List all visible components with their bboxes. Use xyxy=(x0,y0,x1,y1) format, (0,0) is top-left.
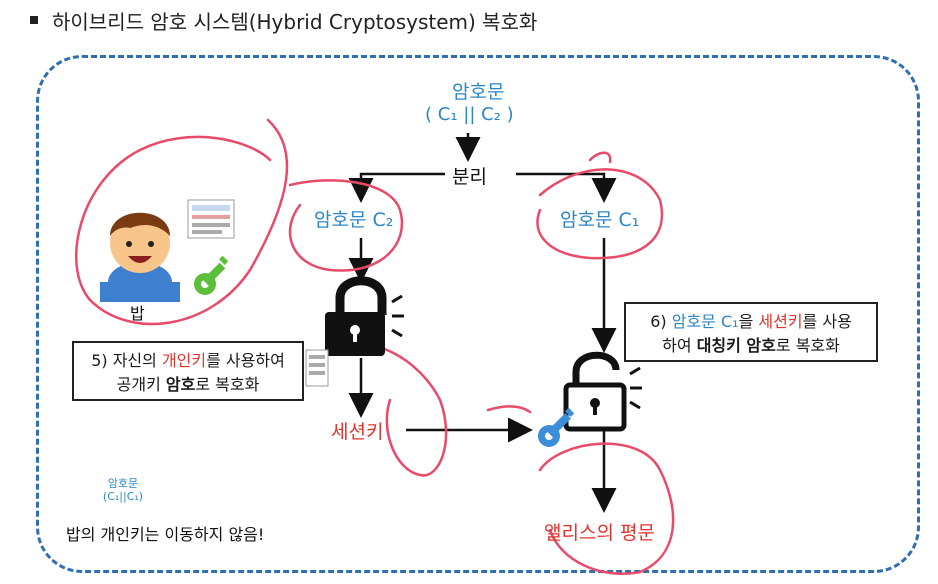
right-branch-label: 암호문 C₁ xyxy=(560,209,640,231)
arrow-split-left xyxy=(348,172,445,203)
plaintext-label: 앨리스의 평문 xyxy=(544,522,655,544)
step5-line2-pre: 공개키 xyxy=(116,375,166,394)
red-scribbles xyxy=(75,118,675,575)
step6-line1-post: 를 사용 xyxy=(802,312,852,331)
left-branch-label: 암호문 C₂ xyxy=(314,209,394,231)
page-title: 하이브리드 암호 시스템(Hybrid Cryptosystem) 복호화 xyxy=(52,10,538,34)
arrow-split-right xyxy=(516,172,617,203)
step6-line2-pre: 하여 xyxy=(662,336,697,355)
diagram-frame xyxy=(36,55,920,573)
step6-line1-blue: 암호문 C₁ xyxy=(671,312,739,331)
step5-box: 5) 자신의 개인키를 사용하여 공개키 암호로 복호화 xyxy=(72,341,304,401)
step5-line1-red: 개인키 xyxy=(161,351,207,370)
small-cipher-formula: (C₁||C₁) xyxy=(102,490,144,503)
small-cipher: 암호문 (C₁||C₁) xyxy=(100,477,146,503)
step6-line1-red: 세션키 xyxy=(758,312,803,331)
step6-line1-mid: 을 xyxy=(738,312,759,331)
top-cipher-label: 암호문 xyxy=(452,81,505,103)
footnote: 밥의 개인키는 이동하지 않음! xyxy=(66,525,265,544)
step6-line1-num: 6) xyxy=(650,312,672,331)
session-key-label: 세션키 xyxy=(331,421,384,443)
step5-line1-post: 를 사용하여 xyxy=(206,351,285,370)
small-cipher-label: 암호문 xyxy=(107,477,139,490)
split-label: 분리 xyxy=(452,166,487,188)
top-cipher-formula: ( C₁ || C₂ ) xyxy=(425,104,514,125)
step5-line1-pre: 5) 자신의 xyxy=(91,351,162,370)
step6-box: 6) 암호문 C₁을 세션키를 사용 하여 대칭키 암호로 복호화 xyxy=(624,302,878,362)
step5-line2-post: 로 복호화 xyxy=(195,375,260,394)
step5-line2-bold: 암호 xyxy=(165,375,196,394)
bob-name: 밥 xyxy=(130,304,145,323)
step6-line2-bold: 대칭키 암호 xyxy=(696,336,776,355)
step6-line2-post: 로 복호화 xyxy=(775,336,840,355)
bullet-marker xyxy=(30,16,38,24)
